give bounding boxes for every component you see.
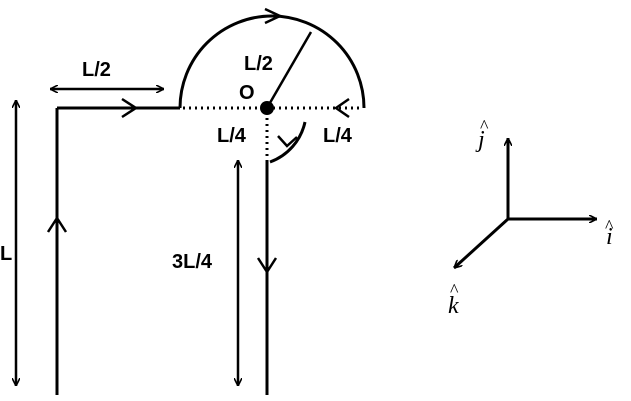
axis-label-i: i ^ <box>605 216 614 250</box>
axis-label-j: j ^ <box>475 116 489 153</box>
wire-semicircle <box>178 14 366 109</box>
axis-label-j-hat: ^ <box>480 116 489 136</box>
radius-line <box>265 31 313 109</box>
axis-label-k-hat: ^ <box>450 280 459 300</box>
axis-label-j-letter: j <box>475 127 485 153</box>
label-quarter-left: L/4 <box>217 125 247 147</box>
axis-label-i-hat: ^ <box>605 216 614 236</box>
current-arrow-down <box>256 257 278 275</box>
dotted-lines <box>183 106 362 162</box>
coordinate-axes <box>454 138 597 268</box>
origin-point <box>260 101 274 115</box>
label-origin: O <box>239 82 255 104</box>
current-arrow-quarter-arc <box>277 135 298 148</box>
current-arrow-arc-top <box>264 7 283 25</box>
axis-label-i-letter: i <box>606 224 613 250</box>
current-arrow-left <box>333 97 350 119</box>
label-radius: L/2 <box>244 53 273 75</box>
axis-k-arrow <box>454 217 510 268</box>
wire <box>55 14 366 395</box>
axis-label-k: k ^ <box>448 280 459 319</box>
current-arrow-up <box>46 215 68 233</box>
label-full-length: L <box>0 243 12 265</box>
wire-quarter-arc <box>269 121 307 164</box>
current-arrows <box>46 7 350 275</box>
label-half-length: L/2 <box>82 59 111 81</box>
label-quarter-right: L/4 <box>323 125 353 147</box>
label-three-quarter-length: 3L/4 <box>172 251 213 273</box>
current-arrow-right <box>121 97 139 119</box>
axis-label-k-letter: k <box>448 293 459 319</box>
dimension-arrows <box>16 89 238 386</box>
